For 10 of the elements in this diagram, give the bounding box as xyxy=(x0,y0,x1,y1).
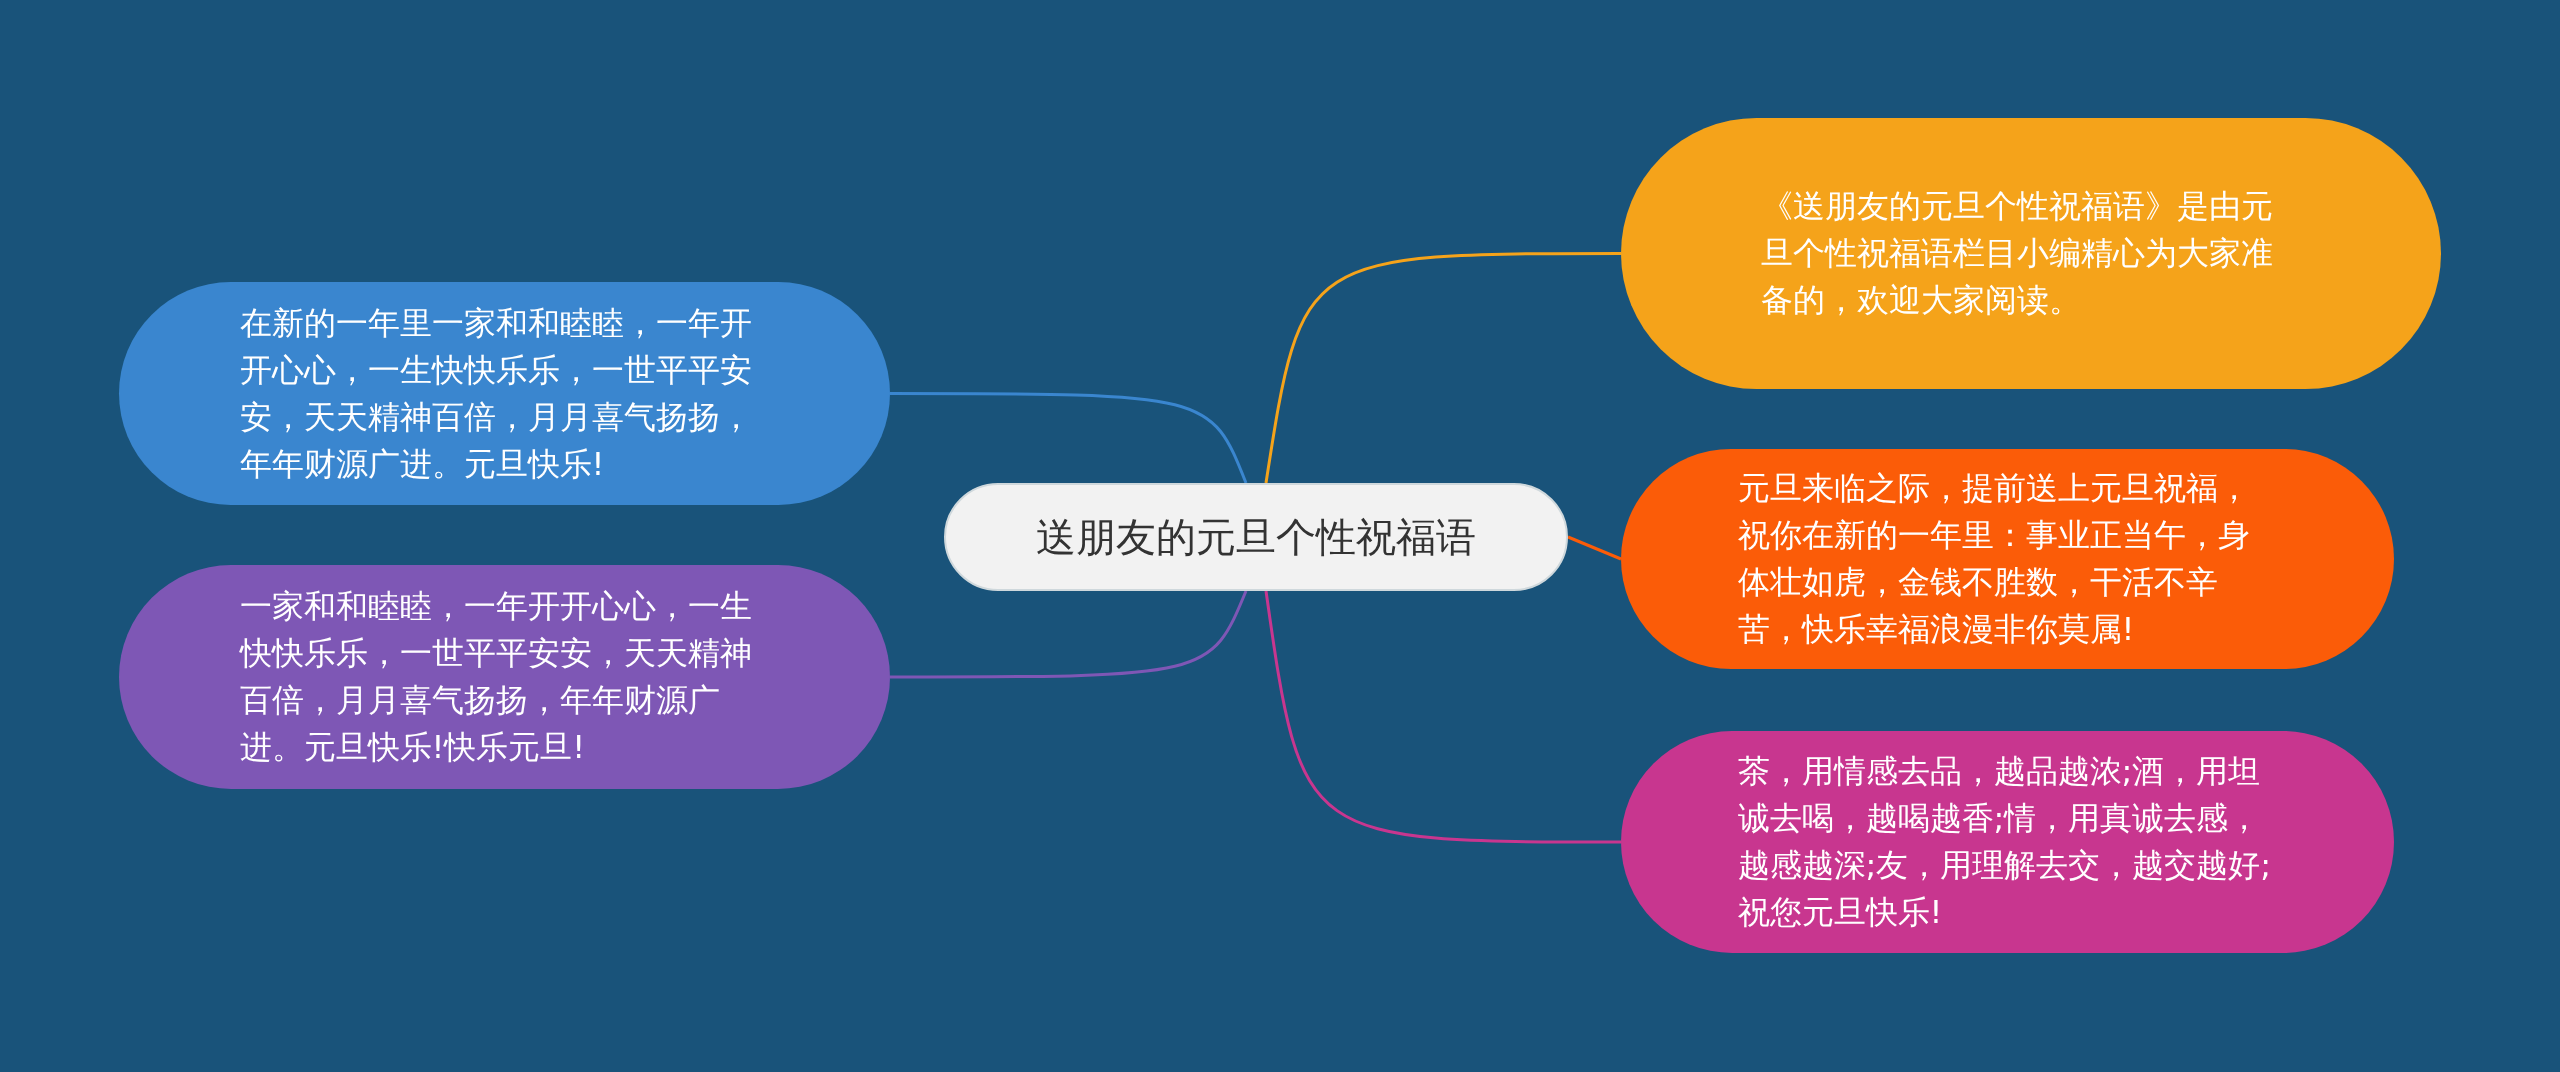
node-text: 元旦来临之际，提前送上元旦祝福，祝你在新的一年里：事业正当午，身体壮如虎，金钱不胜数，干活不辛苦，快乐幸福浪漫非你莫属! xyxy=(1737,468,2251,650)
connector-line xyxy=(1264,252,1621,484)
node-text: 茶，用情感去品，越品越浓;酒，用坦诚去喝，越喝越香;情，用真诚去感，越感越深;友，用理解去交，越交越好;祝您元旦快乐! xyxy=(1737,751,2273,933)
node-text: 一家和和睦睦，一年开开心心，一生快快乐乐，一世平平安安，天天精神百倍，月月喜气扬扬，年年财源广进。元旦快乐!快乐元旦! xyxy=(239,586,753,768)
topic-text: 送朋友的元旦个性祝福语 xyxy=(1036,513,1476,562)
node-text: 《送朋友的元旦个性祝福语》是由元旦个性祝福语栏目小编精心为大家准备的，欢迎大家阅读。 xyxy=(1761,186,2274,321)
connector-line xyxy=(890,392,1248,484)
connector-line xyxy=(890,590,1248,679)
node-text: 在新的一年里一家和和睦睦，一年开开心心，一生快快乐乐，一世平平安安，天天精神百倍，月月喜气扬扬，年年财源广进。元旦快乐! xyxy=(239,302,753,485)
connector-line xyxy=(1567,535,1622,561)
